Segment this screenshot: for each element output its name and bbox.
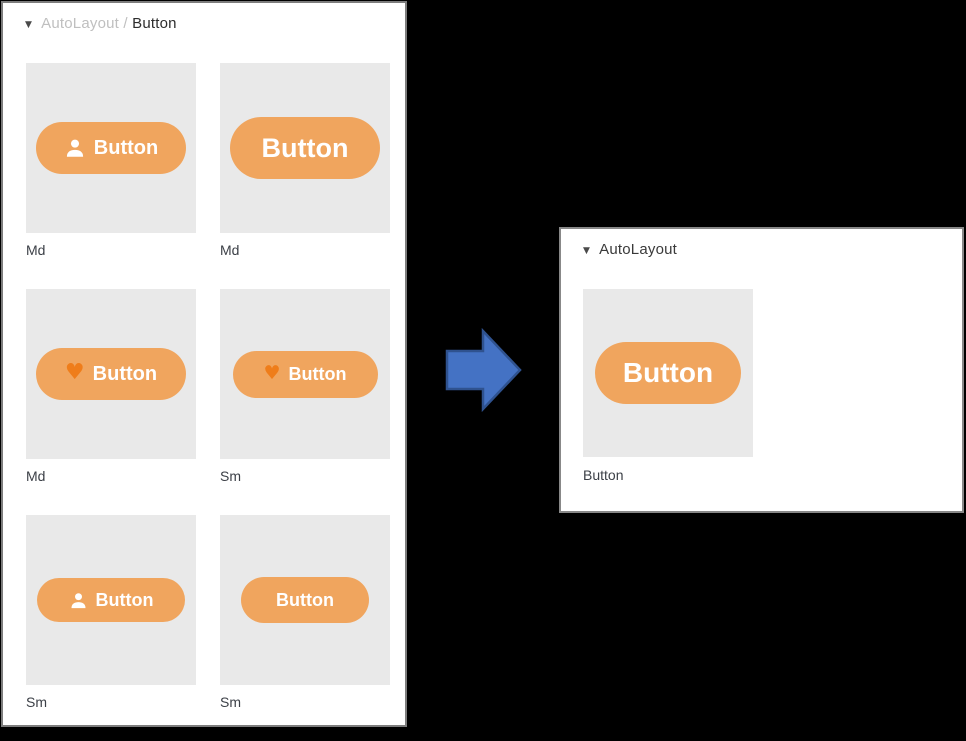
- component-panel: ▼ AutoLayout Button Button: [559, 227, 964, 513]
- variant-item: Button Md: [220, 63, 390, 289]
- person-icon: [71, 592, 85, 608]
- heart-icon: ♥: [64, 360, 85, 385]
- variant-label: Sm: [220, 694, 241, 710]
- button-text: Button: [261, 132, 349, 163]
- variant-item: Button Sm: [220, 515, 390, 741]
- variant-thumbnail[interactable]: Button: [26, 515, 196, 685]
- variants-panel-header: ▼ AutoLayout / Button: [25, 15, 177, 32]
- collapse-triangle-icon[interactable]: ▼: [25, 19, 33, 30]
- variant-item: ♥ Button Sm: [220, 289, 390, 515]
- button-component-main[interactable]: Button: [595, 342, 741, 404]
- component-item: Button Button: [583, 289, 753, 483]
- button-text: Button: [93, 136, 159, 159]
- button-text: Button: [95, 589, 154, 610]
- component-thumbnail[interactable]: Button: [583, 289, 753, 457]
- variant-thumbnail[interactable]: Button: [220, 63, 390, 233]
- component-panel-title: AutoLayout: [599, 241, 678, 258]
- right-arrow-shape: [445, 327, 522, 413]
- button-component-sm-plain[interactable]: Button: [241, 577, 369, 623]
- collapse-triangle-icon[interactable]: ▼: [583, 245, 591, 256]
- variants-panel: ▼ AutoLayout / Button Button Md: [1, 1, 407, 727]
- button-text: Button: [622, 357, 714, 388]
- component-panel-header: ▼ AutoLayout: [583, 241, 677, 258]
- variant-thumbnail[interactable]: Button: [220, 515, 390, 685]
- variant-item: ♥ Button Md: [26, 289, 196, 515]
- button-component-md-heart[interactable]: ♥ Button: [36, 348, 186, 400]
- variant-item: Button Sm: [26, 515, 196, 741]
- heart-icon: ♥: [263, 361, 281, 384]
- variant-thumbnail[interactable]: Button: [26, 63, 196, 233]
- button-text: Button: [288, 363, 347, 384]
- button-text: Button: [92, 362, 158, 385]
- variant-label: Md: [26, 242, 46, 258]
- breadcrumb: AutoLayout / Button: [41, 15, 177, 32]
- variant-label: Md: [26, 468, 46, 484]
- variant-thumbnail[interactable]: ♥ Button: [220, 289, 390, 459]
- variant-item: Button Md: [26, 63, 196, 289]
- button-text: Button: [276, 589, 334, 610]
- button-component-md-person[interactable]: Button: [36, 122, 186, 174]
- variant-label: Sm: [220, 468, 241, 484]
- variant-label: Sm: [26, 694, 47, 710]
- variant-label: Md: [220, 242, 240, 258]
- button-component-sm-heart[interactable]: ♥ Button: [232, 350, 378, 398]
- component-label: Button: [583, 467, 624, 483]
- button-component-md-plain[interactable]: Button: [230, 117, 380, 179]
- breadcrumb-current: Button: [132, 15, 177, 32]
- button-component-sm-person[interactable]: Button: [37, 578, 185, 622]
- variant-grid: Button Md Button Md ♥ Button Md: [26, 63, 390, 741]
- person-icon: [66, 139, 83, 157]
- breadcrumb-parent[interactable]: AutoLayout /: [41, 15, 128, 32]
- variant-thumbnail[interactable]: ♥ Button: [26, 289, 196, 459]
